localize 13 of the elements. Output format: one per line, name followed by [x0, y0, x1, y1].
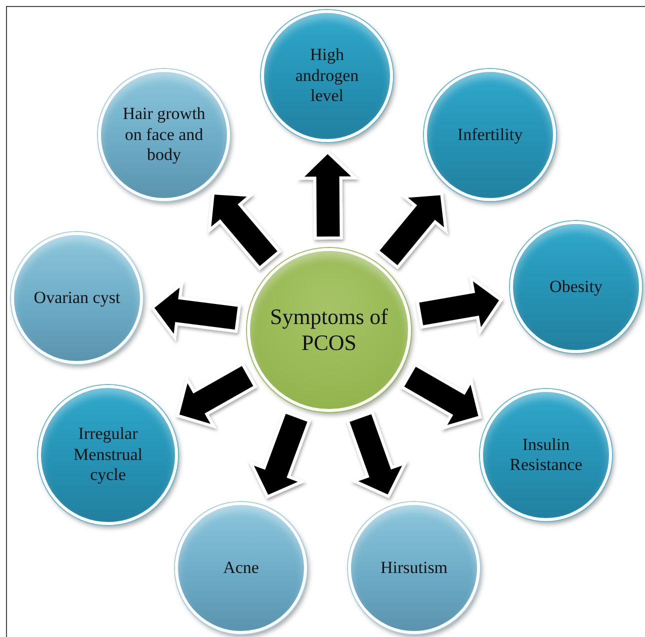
- node-label: Insulin Resistance: [508, 434, 584, 476]
- node-label: Ovarian cyst: [32, 288, 122, 308]
- node-label: Hirsutism: [379, 558, 449, 578]
- node-label: Obesity: [548, 276, 604, 298]
- node-label: Hair growth on face and body: [122, 104, 206, 166]
- symptom-circle: [261, 10, 393, 142]
- symptom-circle: [480, 389, 612, 521]
- node-label: Symptoms of PCOS: [269, 304, 389, 356]
- node-label: Infertility: [456, 124, 524, 146]
- node-label: Irregular Menstrual cycle: [72, 424, 144, 486]
- node-label: High androgen level: [294, 45, 360, 107]
- center-circle: [247, 248, 411, 412]
- node-label: Acne: [222, 558, 260, 578]
